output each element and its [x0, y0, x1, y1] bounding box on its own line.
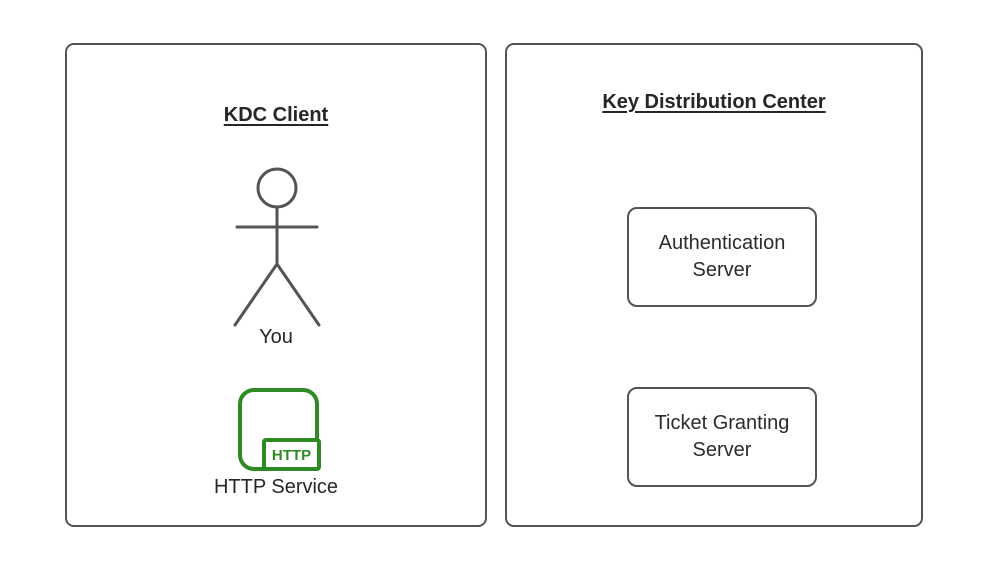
actor-label: You [259, 326, 293, 348]
http-service-label: HTTP Service [213, 476, 339, 498]
ticket-granting-server-label: Ticket Granting Server [654, 412, 790, 461]
kdc-client-title: KDC Client [223, 104, 329, 126]
key-distribution-center-panel: Key Distribution Center Authentication S… [505, 43, 923, 527]
http-service-icon: HTTP [238, 388, 321, 471]
actor-icon [233, 167, 321, 327]
key-distribution-center-title: Key Distribution Center [602, 91, 826, 113]
kdc-client-panel: KDC Client You HTTP HTTP Service [65, 43, 487, 527]
authentication-server-node: Authentication Server [627, 207, 817, 307]
authentication-server-label: Authentication Server [658, 232, 786, 281]
http-icon-text: HTTP [272, 447, 311, 464]
ticket-granting-server-node: Ticket Granting Server [627, 387, 817, 487]
